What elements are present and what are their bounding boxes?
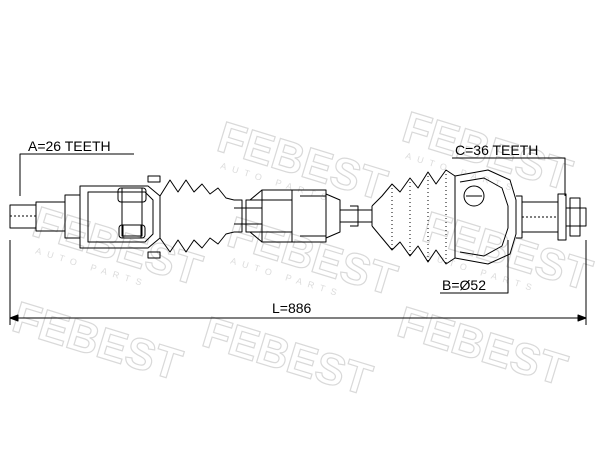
dimension-lines: [9, 153, 587, 325]
watermark-logo: FEBEST: [392, 298, 572, 396]
main-shaft: [340, 205, 372, 227]
watermark-logo: FEBEST: [7, 293, 187, 391]
inner-boot: [159, 179, 235, 253]
shaft-left: [234, 199, 262, 233]
spline-a-label: A=26 TEETH: [28, 138, 111, 154]
left-spline-stub: [9, 194, 81, 239]
watermark-logo: FEBEST: [222, 208, 402, 306]
watermark-logo: FEBEST: [197, 308, 377, 406]
right-spline-stub: [521, 193, 587, 241]
watermark-logo: FEBEST: [27, 198, 207, 296]
diameter-b-label: B=Ø52: [442, 277, 486, 293]
damper: [245, 189, 341, 243]
length-label: L=886: [272, 300, 312, 316]
spline-c-label: C=36 TEETH: [455, 142, 538, 158]
outer-boot: [371, 169, 456, 265]
